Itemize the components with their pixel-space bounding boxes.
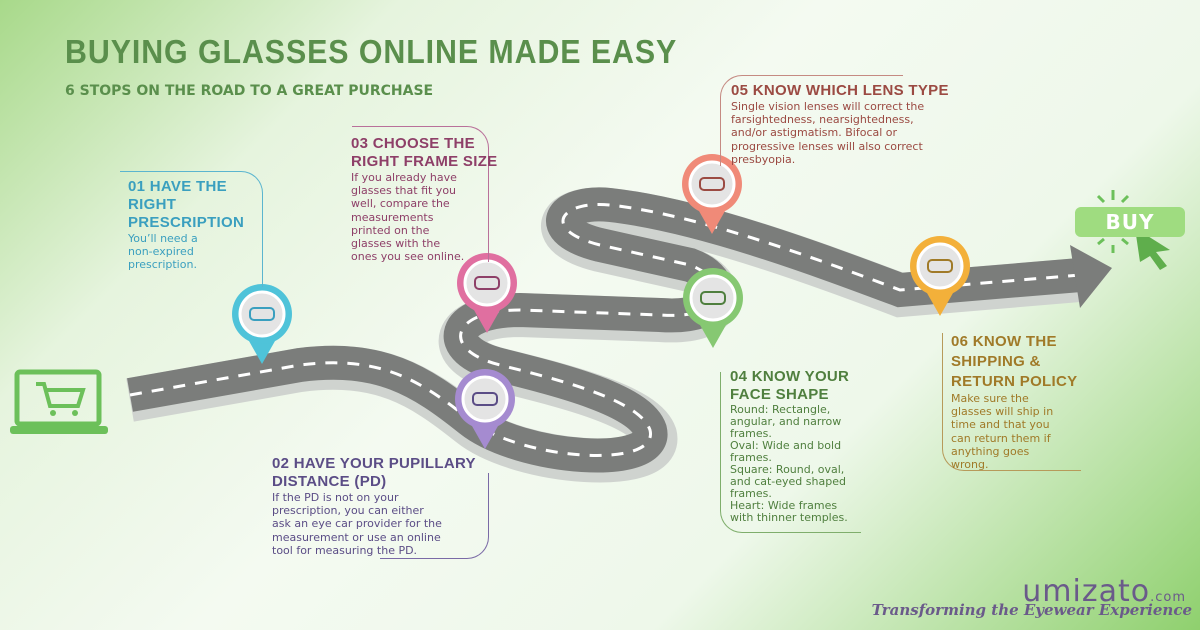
step-pin-5 lens-icon	[682, 154, 742, 234]
step-06-bracket	[942, 333, 1081, 471]
step-02-bracket	[380, 473, 489, 559]
buy-cursor-icon	[1096, 190, 1170, 270]
step-pin-1 doctor-icon	[232, 284, 292, 364]
step-pin-2 pd-measure-icon	[455, 369, 515, 449]
step-pin-3 frame-size-icon	[457, 253, 517, 333]
step-05: 05 KNOW WHICH LENS TYPE Single vision le…	[731, 82, 949, 166]
step-05-bracket	[720, 75, 903, 166]
buy-button[interactable]: BUY	[1075, 207, 1185, 237]
step-03-bracket	[352, 126, 489, 262]
step-01-bracket	[120, 171, 263, 287]
step-04-bracket	[720, 372, 861, 533]
brand-logo: umizato.com	[1022, 574, 1186, 609]
laptop-cart-icon	[10, 369, 108, 434]
page-title: BUYING GLASSES ONLINE MADE EASY	[65, 33, 678, 70]
road-arrowhead	[1070, 245, 1112, 308]
brand-tagline: Transforming the Eyewear Experience	[871, 601, 1192, 619]
step-pin-4 face-shape-icon	[683, 268, 743, 348]
page-subtitle: 6 STOPS ON THE ROAD TO A GREAT PURCHASE	[65, 83, 434, 99]
step-pin-6 shipping-box-icon	[910, 236, 970, 316]
